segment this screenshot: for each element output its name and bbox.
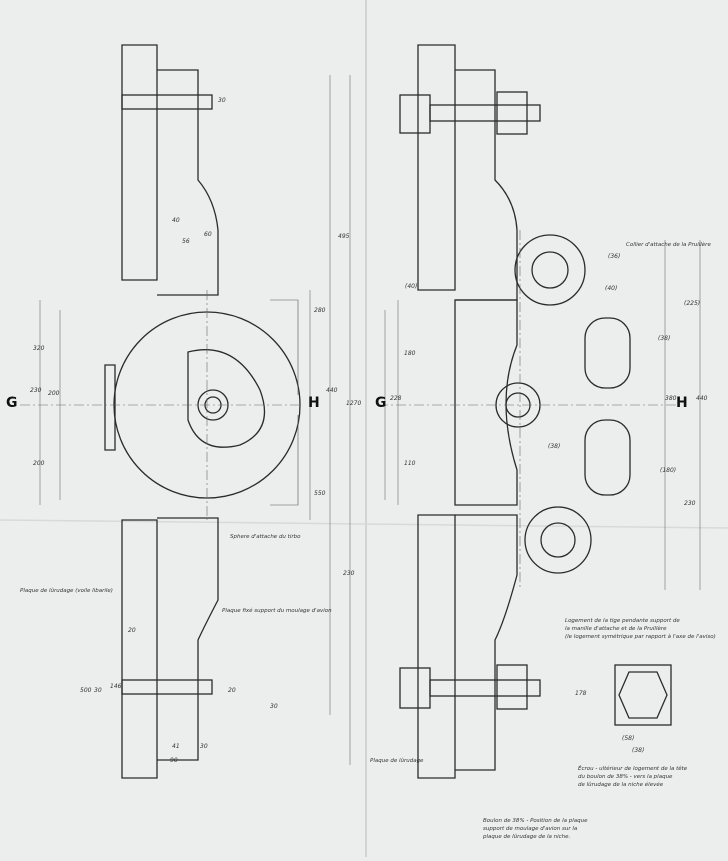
left-section-view: G H 30 40 56 60 495 280 440 1270 230 200… bbox=[6, 44, 361, 779]
right-lug-lower-hole bbox=[540, 522, 576, 558]
dim-text: (38) bbox=[658, 335, 670, 342]
dim-text: 56 bbox=[182, 238, 190, 245]
dim-text: (40) bbox=[605, 285, 617, 292]
right-bolt-head-bottom bbox=[399, 667, 431, 709]
right-section-view: G H (36) (40) (40) (225) (38) 380 440 (3… bbox=[370, 44, 716, 840]
note-logement-2: la manille d'attache et de la Pruillère bbox=[565, 625, 667, 632]
dim-text: 1270 bbox=[346, 400, 361, 407]
dim-text: 30 bbox=[218, 97, 226, 104]
note-ecrou-1: Écrou - ultérieur de logement de la tête bbox=[578, 764, 688, 772]
note-plaque-right: Plaque de lûrudage bbox=[370, 757, 424, 764]
right-bolt-shank-top bbox=[429, 104, 541, 122]
right-lug-lower bbox=[524, 506, 592, 574]
note-plaque-mid: Plaque fixé support du moulage d'avion bbox=[222, 607, 332, 614]
right-dimension-texts: (36) (40) (40) (225) (38) 380 440 (38) (… bbox=[390, 253, 708, 754]
right-lug-upper bbox=[514, 234, 586, 306]
section-label-g-right: G bbox=[375, 395, 387, 411]
dim-text: 228 bbox=[390, 395, 402, 402]
dim-text: 146 bbox=[110, 683, 122, 690]
note-sphere: Sphere d'attache du tirbo bbox=[230, 534, 301, 540]
right-nut-top bbox=[496, 91, 528, 135]
dim-text: 60 bbox=[204, 231, 212, 238]
dim-text: 500 bbox=[80, 687, 92, 694]
dim-text: 40 bbox=[172, 217, 180, 224]
right-nut-bottom bbox=[496, 664, 528, 710]
dim-text: 230 bbox=[343, 570, 355, 577]
dim-text: (58) bbox=[622, 735, 634, 742]
dim-text: 90 bbox=[170, 757, 178, 764]
dim-text: (38) bbox=[632, 747, 644, 754]
right-slot-upper bbox=[584, 317, 631, 389]
hex-nut-detail bbox=[618, 671, 668, 719]
right-plate-upper bbox=[417, 44, 456, 291]
dim-text: (225) bbox=[684, 300, 700, 307]
left-bolt-bottom bbox=[121, 679, 213, 695]
left-shaft bbox=[104, 364, 116, 451]
dim-text: 180 bbox=[404, 350, 416, 357]
right-body-upper bbox=[455, 69, 518, 301]
dim-text: 20 bbox=[128, 627, 136, 634]
left-body-upper bbox=[157, 69, 219, 296]
section-label-h-right: H bbox=[676, 395, 688, 411]
note-boulon-2: support de moulage d'avion sur la bbox=[483, 826, 578, 832]
left-inner-lug bbox=[187, 349, 266, 448]
left-plate-upper bbox=[121, 44, 158, 281]
dim-text: 280 bbox=[314, 307, 326, 314]
dim-text: 230 bbox=[684, 500, 696, 507]
note-collier: Collier d'attache de la Pruillère bbox=[626, 241, 711, 248]
note-boulon-1: Boulon de 38% - Position de la plaque bbox=[483, 818, 588, 824]
note-ecrou-3: de lûrudage de la niche élevée bbox=[578, 781, 664, 788]
note-plaque-left: Plaque de lûrudage (voile libarile) bbox=[20, 587, 113, 594]
dim-text: (38) bbox=[548, 443, 560, 450]
dim-text: 30 bbox=[270, 703, 278, 710]
dim-text: 380 bbox=[665, 395, 677, 402]
dim-text: 495 bbox=[338, 233, 350, 240]
right-body-lower bbox=[455, 514, 518, 771]
note-ecrou-2: du boulon de 38% - vers la plaque bbox=[578, 774, 673, 780]
dim-text: 230 bbox=[30, 387, 42, 394]
dim-text: 200 bbox=[33, 460, 45, 467]
left-right-block bbox=[270, 299, 299, 506]
right-bolt-head-top bbox=[399, 94, 431, 134]
dim-text: (40) bbox=[405, 283, 417, 290]
hex-nut-detail-box bbox=[614, 664, 672, 726]
note-logement-1: Logement de la tige pendante support de bbox=[565, 618, 680, 624]
dim-text: 550 bbox=[314, 490, 326, 497]
left-plate-lower bbox=[121, 519, 158, 779]
left-bolt-top bbox=[121, 94, 213, 110]
dim-text: 41 bbox=[172, 743, 180, 750]
dim-text: (36) bbox=[608, 253, 620, 260]
dim-text: 178 bbox=[575, 690, 587, 697]
dim-text: (180) bbox=[660, 467, 676, 474]
right-lug-upper-hole bbox=[531, 251, 569, 289]
right-bracket-middle bbox=[454, 299, 518, 506]
fold-line-horizontal bbox=[0, 519, 728, 529]
note-boulon-3: plaque de lûrudage de la niche. bbox=[482, 833, 571, 840]
dim-text: 30 bbox=[200, 743, 208, 750]
right-plate-lower bbox=[417, 514, 456, 779]
right-bolt-shank-bottom bbox=[429, 679, 541, 697]
note-logement-3: (le logement symétrique par rapport à l'… bbox=[565, 633, 716, 640]
dim-text: 110 bbox=[404, 460, 416, 467]
section-label-h-left: H bbox=[308, 395, 320, 411]
dim-text: 30 bbox=[94, 687, 102, 694]
right-slot-lower bbox=[584, 419, 631, 496]
dim-text: 20 bbox=[228, 687, 236, 694]
dim-text: 440 bbox=[326, 387, 338, 394]
left-dimension-texts: 30 40 56 60 495 280 440 1270 230 200 320… bbox=[30, 97, 361, 764]
left-body-lower bbox=[157, 517, 219, 761]
dim-text: 320 bbox=[33, 345, 45, 352]
dim-text: 200 bbox=[48, 390, 60, 397]
dim-text: 440 bbox=[696, 395, 708, 402]
section-label-g-left: G bbox=[6, 395, 18, 411]
